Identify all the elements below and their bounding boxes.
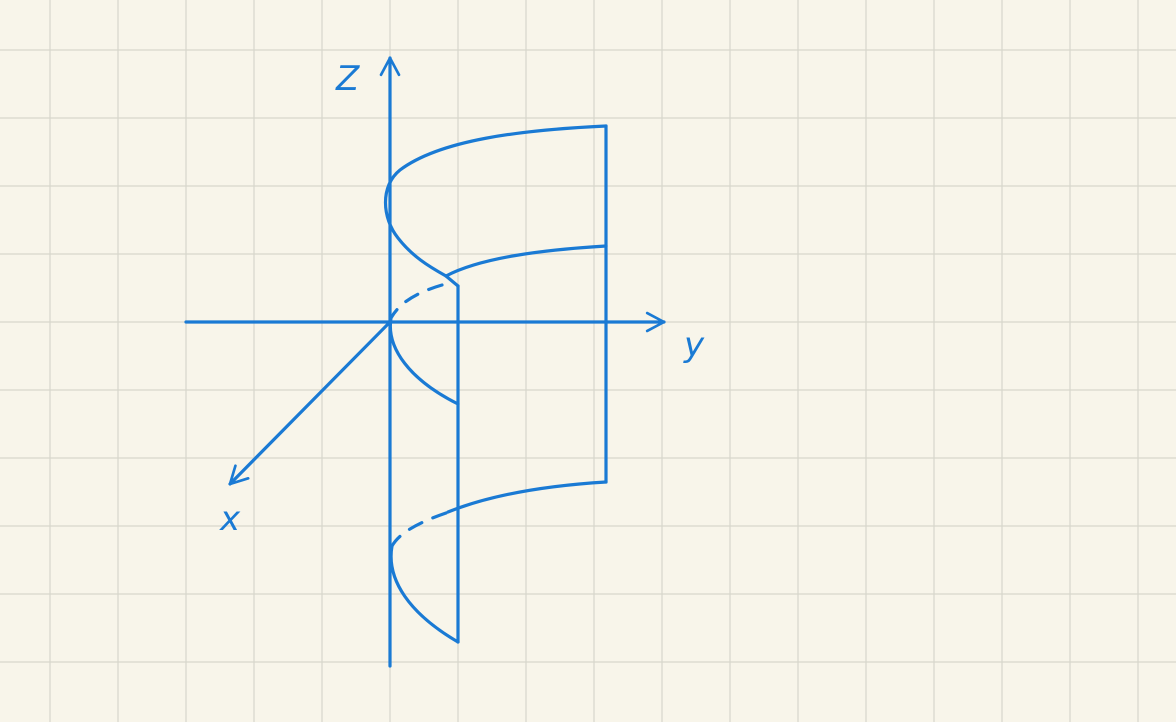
middle-visible-curve [388,316,460,406]
middle-hidden-curve [389,283,444,320]
x-axis-label: x [219,499,241,539]
lower-visible-curve [389,544,460,644]
upper-curve-outline [383,124,608,278]
x-axis [228,320,392,486]
upper-inner-edge [444,274,460,288]
upper-lower-edge [444,244,608,278]
lower-hidden-curve [390,511,448,548]
y-axis-label: y [683,325,705,365]
z-axis-label: Z [335,59,360,99]
surface-sketch [383,124,608,644]
axis-labels: Z y x [219,59,705,539]
coordinate-axes [184,56,666,668]
middle-lower-edge [446,480,608,514]
